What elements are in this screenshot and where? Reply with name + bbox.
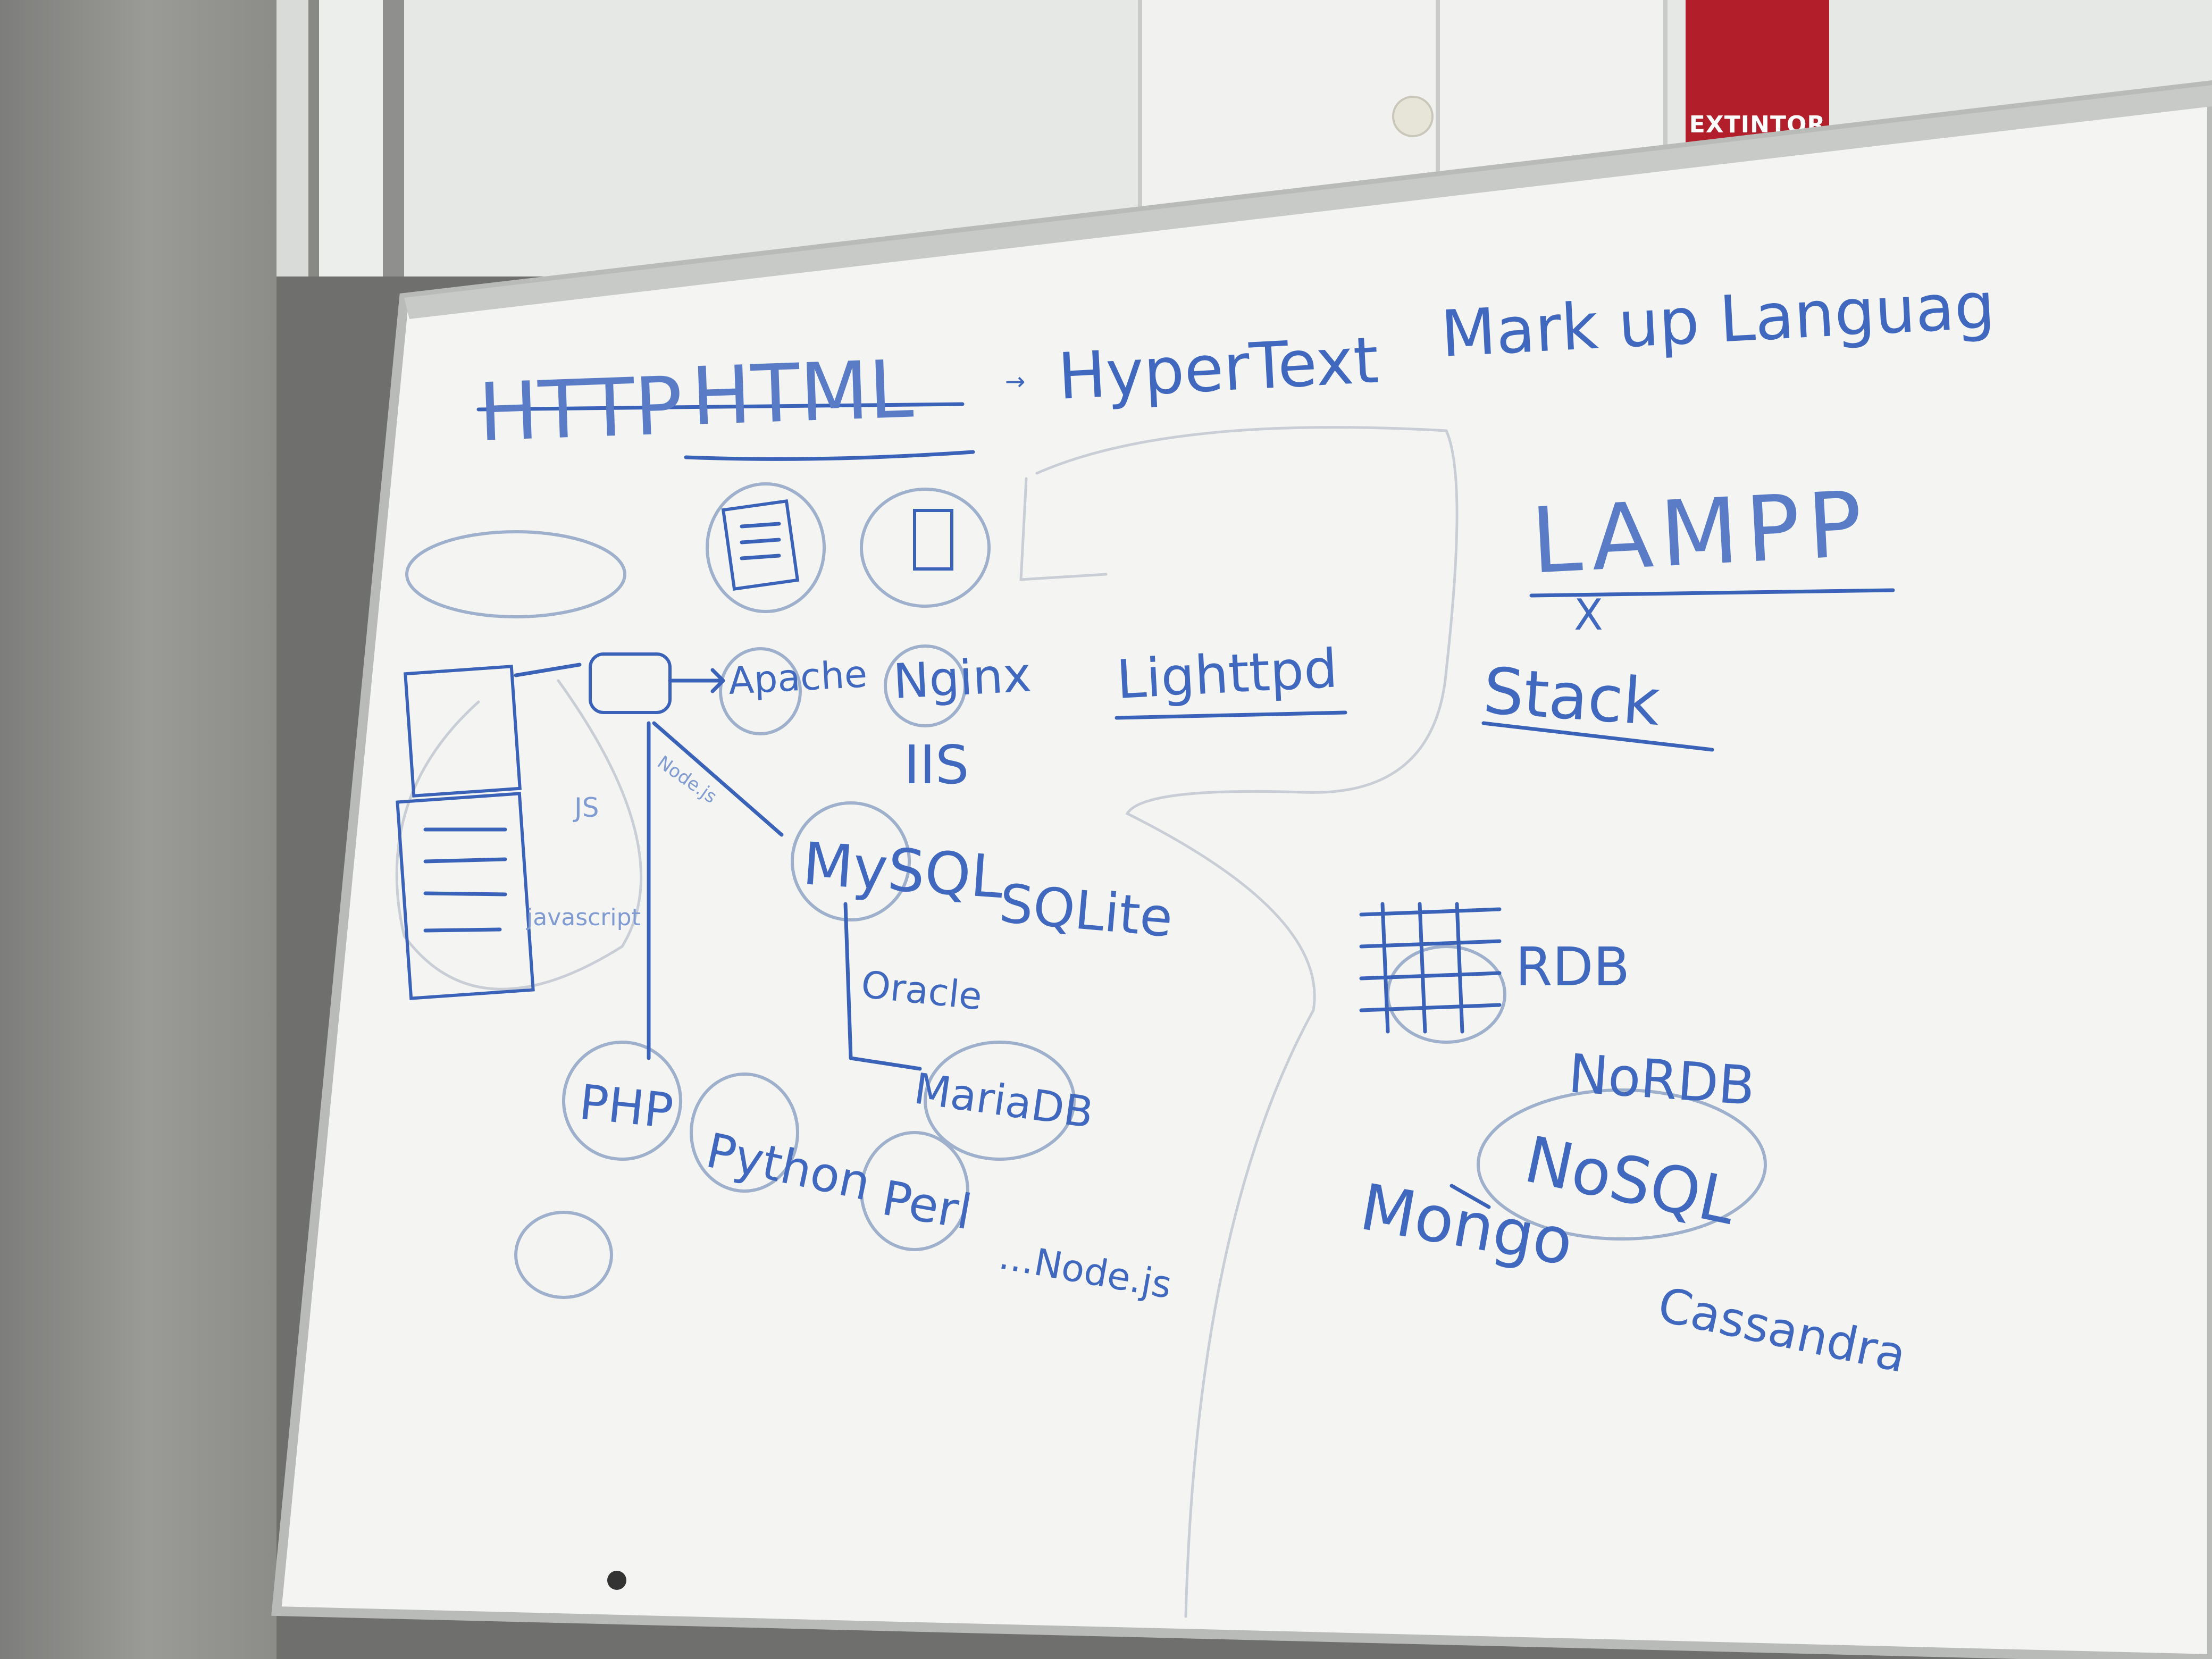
server-nginx: Nginx [892,647,1033,710]
title-html: HTML [689,343,915,443]
stack-underline [1481,721,1714,752]
erased-outline-2 [1019,477,1108,581]
board-screw [607,1571,626,1590]
arrow-browser-server [514,663,582,677]
title-arrow-icon: → [1005,367,1026,396]
server-iis: IIS [904,734,969,796]
circle-nginx [884,644,967,727]
client-ghost-outline [395,679,643,991]
model-rdb: RDB [1515,936,1630,998]
erased-outline [1035,426,1459,1618]
db-mysql: MySQL [800,830,1006,912]
note-js: JS [574,792,599,823]
doc-icon [721,499,800,591]
lighttpd-underline [1115,710,1347,720]
model-nordb: NoRDB [1566,1042,1757,1118]
title-strike-line [476,402,965,412]
browser-lines [423,827,507,933]
circle-mariadb [924,1041,1076,1161]
lampp-acronym: LAMPP [1528,471,1872,594]
circle-doc-icon [706,482,826,613]
note-javascript: javascript [526,904,641,931]
circle-perl [860,1131,969,1251]
circle-html-tag [405,530,626,618]
stack-label: Stack [1481,654,1663,741]
browser-sketch-top [404,665,522,798]
lampp-underline [1529,588,1895,598]
extintor-sign: EXTINTOR [1686,0,1829,149]
circle-page-icon [860,488,991,608]
page-icon [913,509,953,571]
lampp-x: X [1574,590,1603,640]
circle-mysql [791,801,911,921]
circle-php [562,1041,682,1161]
title-http-crossed: HTTP [476,359,684,459]
server-icon [589,652,672,714]
circle-python [690,1073,799,1193]
whiteboard-top-rail [404,85,2212,319]
concrete-wall [0,0,330,1659]
circle-apache [719,647,802,735]
lang-php: PHP [576,1074,676,1140]
rdb-grid-icon [1359,902,1502,1034]
circle-nosql [1477,1088,1767,1241]
doc-lines [740,522,781,560]
arrow-to-mysql [652,721,784,837]
arrow-to-mongo [1449,1184,1491,1209]
server-apache: Apache [727,652,868,703]
cabinet-knob [1392,96,1434,137]
server-lighttpd: Lighttpd [1115,637,1339,711]
arrow-to-apache [668,668,725,693]
arrow-to-mariadb [843,902,922,1071]
circle-pe [514,1211,613,1299]
browser-sketch-bottom [396,792,535,1000]
html-underline [684,450,975,461]
